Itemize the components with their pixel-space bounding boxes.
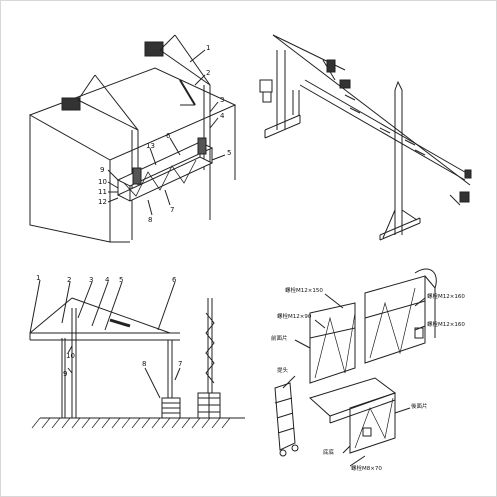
callout-6: 6 xyxy=(172,276,177,284)
platform-exploded-drawing: 螺栓M12×150 螺栓M12×90 螺栓M12×160 螺栓M12×160 前… xyxy=(271,268,465,472)
callout-3: 3 xyxy=(89,276,93,284)
panel-side-elevation: 1 2 3 4 5 6 7 8 9 10 xyxy=(20,268,250,468)
callout-11: 11 xyxy=(98,188,107,196)
callout-9: 9 xyxy=(63,370,67,378)
label-floor: 底底 xyxy=(323,448,335,456)
callout-8: 8 xyxy=(148,216,152,224)
panel-platform-exploded: 螺栓M12×150 螺栓M12×90 螺栓M12×160 螺栓M12×160 前… xyxy=(255,258,480,478)
label-bolt-m8x70: 螺栓M8×70 xyxy=(351,464,382,472)
suspension-mechanism-drawing xyxy=(259,34,472,241)
callout-5: 5 xyxy=(227,149,231,157)
callout-10: 10 xyxy=(66,352,75,360)
callout-6: 6 xyxy=(166,132,171,140)
label-bolt-m12x160-a: 螺栓M12×160 xyxy=(427,292,465,300)
label-head-frame: 提头 xyxy=(277,366,289,374)
callout-12: 12 xyxy=(98,198,107,206)
label-rear-panel: 後面片 xyxy=(411,402,428,410)
callout-4: 4 xyxy=(105,276,110,284)
callout-1: 1 xyxy=(36,274,40,282)
panel-suspension-mechanism-exploded xyxy=(255,20,480,250)
callout-5: 5 xyxy=(119,276,123,284)
callout-8: 8 xyxy=(142,360,146,368)
callout-7: 7 xyxy=(178,360,182,368)
label-bolt-m12x150: 螺栓M12×150 xyxy=(285,286,323,294)
panel-platform-on-building: 1 2 3 4 5 6 7 8 9 10 11 12 13 xyxy=(20,20,250,250)
label-front-panel: 前面片 xyxy=(271,334,288,342)
callout-10: 10 xyxy=(98,178,107,186)
callout-3: 3 xyxy=(220,96,224,104)
callout-2: 2 xyxy=(206,69,210,77)
callout-13: 13 xyxy=(146,142,155,150)
label-bolt-m12x160-b: 螺栓M12×160 xyxy=(427,320,465,328)
callout-2: 2 xyxy=(67,276,71,284)
callout-1: 1 xyxy=(206,44,210,52)
callout-4: 4 xyxy=(220,112,225,120)
platform-on-building-drawing: 1 2 3 4 5 6 7 8 9 10 11 12 13 xyxy=(28,34,237,243)
callout-7: 7 xyxy=(170,206,174,214)
side-elevation-drawing: 1 2 3 4 5 6 7 8 9 10 xyxy=(29,274,245,429)
callout-9: 9 xyxy=(100,166,104,174)
label-bolt-m12x90: 螺栓M12×90 xyxy=(277,312,312,320)
